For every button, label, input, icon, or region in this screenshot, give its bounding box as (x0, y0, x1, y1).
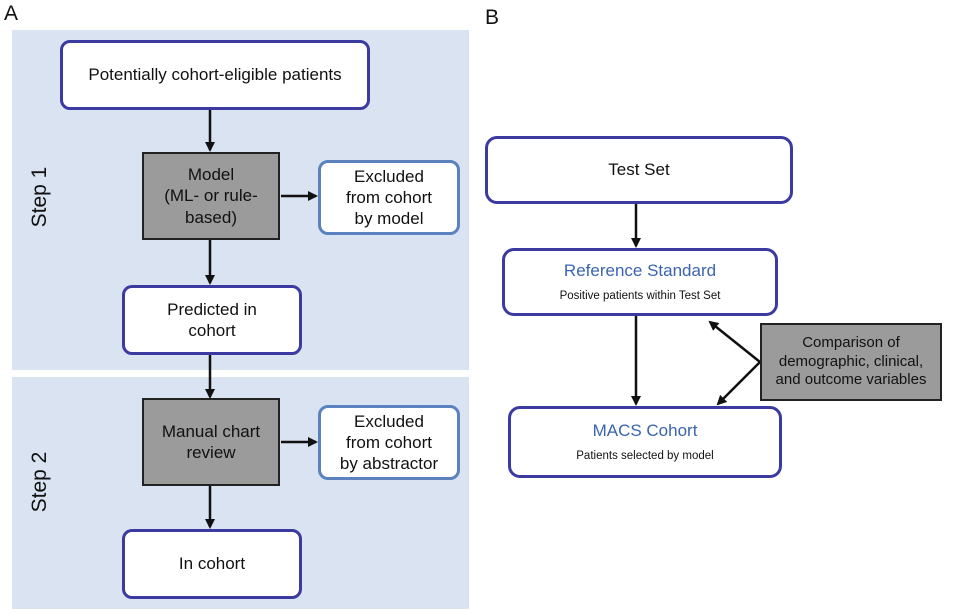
arrow-comparison-to-reference (708, 320, 761, 363)
comparison-line-3: and outcome variables (775, 371, 927, 389)
node-excluded-by-model-line-1: Excluded (354, 166, 424, 186)
node-model: Model (ML- or rule- based) (142, 152, 280, 240)
node-predicted-in-cohort: Predicted in cohort (122, 285, 302, 355)
node-excluded-by-model-line-3: by model (354, 209, 424, 229)
node-excluded-by-abstractor-line-3: by abstractor (339, 454, 439, 474)
node-excluded-by-model: Excluded from cohort by model (318, 160, 460, 235)
node-comparison: Comparison of demographic, clinical, and… (760, 323, 942, 401)
node-excluded-by-abstractor-line-2: from cohort (346, 432, 432, 452)
reference-standard-title: Reference Standard (563, 261, 717, 281)
node-macs-cohort: MACS Cohort Patients selected by model (508, 406, 782, 478)
comparison-line-1: Comparison of (802, 333, 900, 351)
node-in-cohort-text: In cohort (178, 554, 246, 574)
arrow-comparison-to-macs (716, 361, 761, 406)
node-reference-standard: Reference Standard Positive patients wit… (502, 248, 778, 316)
node-predicted-line-1: Predicted in (167, 299, 257, 319)
node-excluded-by-abstractor-line-1: Excluded (354, 411, 424, 431)
macs-cohort-subtitle: Patients selected by model (576, 450, 714, 463)
node-excluded-by-abstractor: Excluded from cohort by abstractor (318, 405, 460, 480)
node-model-line-3: based) (185, 207, 237, 227)
panel-b-label: B (485, 6, 500, 29)
node-in-cohort: In cohort (122, 529, 302, 599)
node-model-line-1: Model (187, 165, 235, 185)
node-model-line-2: (ML- or rule- (164, 186, 258, 206)
macs-cohort-title: MACS Cohort (592, 421, 698, 441)
node-manual-review-line-2: review (186, 443, 236, 462)
reference-standard-subtitle: Positive patients within Test Set (559, 290, 721, 303)
node-eligible-patients-text: Potentially cohort-eligible patients (88, 65, 342, 85)
node-test-set: Test Set (485, 136, 793, 204)
panel-a-label: A (4, 2, 19, 25)
node-eligible-patients: Potentially cohort-eligible patients (60, 40, 370, 110)
node-excluded-by-model-line-2: from cohort (346, 187, 432, 207)
comparison-line-2: demographic, clinical, (778, 352, 924, 370)
node-manual-review-line-1: Manual chart (161, 421, 261, 441)
node-manual-chart-review: Manual chart review (142, 398, 280, 486)
node-test-set-text: Test Set (608, 160, 670, 180)
node-predicted-line-2: cohort (188, 321, 236, 340)
